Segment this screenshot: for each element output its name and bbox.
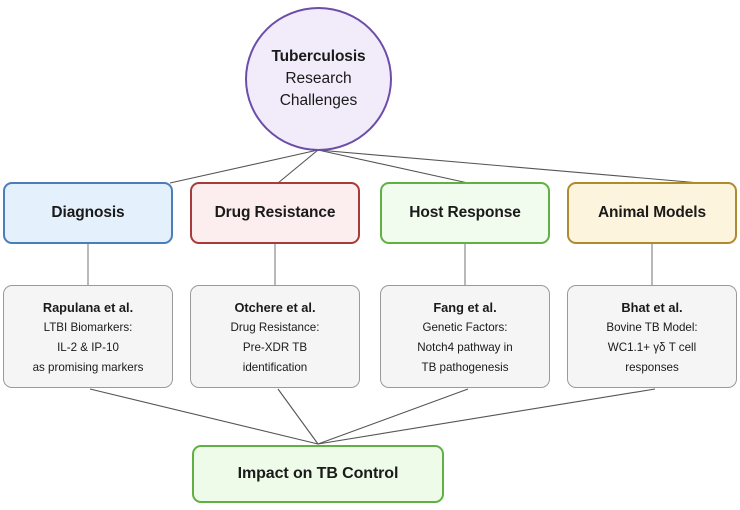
detail-line3-bhat: responses (625, 361, 679, 375)
category-node-diagnosis[interactable]: Diagnosis (3, 182, 173, 244)
root-node-tuberculosis-research-challenges[interactable]: Tuberculosis Research Challenges (245, 7, 392, 151)
detail-line1-bhat: Bovine TB Model: (606, 320, 698, 334)
category-node-drug-resistance[interactable]: Drug Resistance (190, 182, 360, 244)
detail-line3-fang: TB pathogenesis (421, 361, 509, 375)
detail-title-otchere: Otchere et al. (234, 299, 316, 315)
category-label-animal-models: Animal Models (597, 204, 707, 221)
category-label-diagnosis: Diagnosis (51, 204, 125, 221)
detail-node-bhat[interactable]: Bhat et al. Bovine TB Model: WC1.1+ γδ T… (567, 285, 737, 388)
detail-line2-otchere: Pre-XDR TB (242, 341, 308, 355)
detail-line2-fang: Notch4 pathway in (417, 341, 513, 355)
edge-root-to-diagnosis (169, 149, 319, 184)
detail-line3-otchere: identification (242, 361, 308, 375)
category-label-host-response: Host Response (409, 204, 521, 221)
category-node-animal-models[interactable]: Animal Models (567, 182, 737, 244)
edge-detail1-y-impact (277, 388, 319, 445)
edge-detail0-to-impact (89, 388, 319, 445)
detail-node-rapulana[interactable]: Rapulana et al. LTBI Biomarkers: IL-2 & … (3, 285, 173, 388)
detail-line1-rapulana: LTBI Biomarkers: (43, 320, 133, 334)
root-title-line1: Tuberculosis (271, 48, 366, 65)
edge-detail2-to-impact (317, 388, 469, 445)
detail-line2-rapulana: IL-2 & IP-10 (57, 341, 119, 355)
root-title-line2: Research (285, 70, 352, 87)
detail-title-rapulana: Rapulana et al. (42, 299, 134, 315)
impact-node-tb-control[interactable]: Impact on TB Control (192, 445, 444, 503)
category-node-host-response[interactable]: Host Response (380, 182, 550, 244)
detail-line1-fang: Genetic Factors: (422, 320, 508, 334)
detail-line2-bhat: WC1.1+ γδ T cell (607, 341, 697, 355)
edge-root-to-animal-models (317, 149, 701, 184)
detail-node-fang[interactable]: Fang et al. Genetic Factors: Notch4 path… (380, 285, 550, 388)
edge-detail3-to-impact (317, 388, 656, 445)
root-title-line3: Challenges (279, 92, 358, 109)
detail-line3-rapulana: as promising markers (32, 361, 144, 375)
detail-node-otchere[interactable]: Otchere et al. Drug Resistance: Pre-XDR … (190, 285, 360, 388)
category-label-drug-resistance: Drug Resistance (214, 204, 336, 221)
detail-title-bhat: Bhat et al. (621, 299, 683, 315)
detail-line1-otchere: Drug Resistance: (230, 320, 320, 334)
edge-root-to-drug-resistance (277, 149, 319, 184)
impact-label: Impact on TB Control (237, 465, 399, 482)
detail-title-fang: Fang et al. (433, 299, 497, 315)
edge-root-to-host-response (317, 149, 469, 184)
